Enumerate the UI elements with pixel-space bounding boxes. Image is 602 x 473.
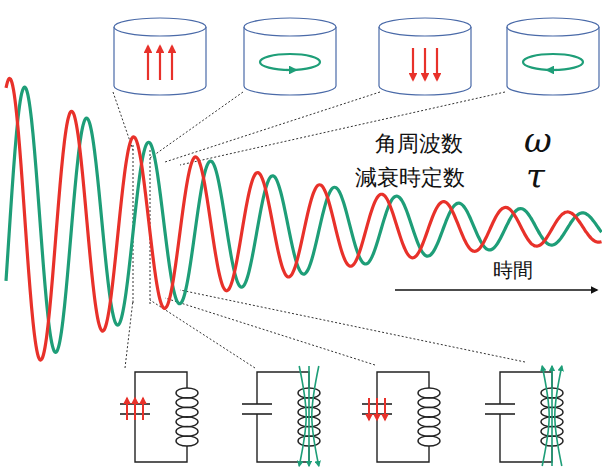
text-label: 時間 — [491, 259, 535, 281]
circuit-wire — [257, 372, 309, 462]
magnetic-field-line — [542, 366, 549, 466]
circuit-wire — [135, 372, 187, 462]
symbol-label: τ — [524, 158, 547, 195]
electric-field-arrow — [424, 48, 426, 80]
circuit-wire — [500, 372, 552, 462]
leader-line — [180, 290, 525, 362]
cavity-cylinder — [507, 18, 599, 95]
inductor-coil-turn — [176, 436, 198, 446]
magnetic-field-line — [555, 366, 562, 466]
cylinder-body — [379, 27, 471, 95]
capacitor-plate — [242, 413, 272, 415]
cylinder-body — [114, 27, 206, 95]
cavity-cylinders — [114, 18, 599, 95]
cavity-cylinder — [379, 18, 471, 95]
electric-field-arrow — [126, 398, 128, 420]
cylinder-top — [114, 18, 206, 36]
cylinder-top — [507, 18, 599, 36]
capacitor-plate — [485, 413, 515, 415]
leader-line — [180, 92, 505, 165]
text-label: 角周波数 — [373, 132, 465, 156]
electric-field-arrow — [134, 398, 136, 420]
inductor-coil-turn — [418, 388, 440, 398]
symbol-label: ω — [522, 122, 554, 159]
electric-field-arrow — [436, 48, 438, 80]
capacitor-plate — [242, 403, 272, 405]
inductor-coil-turn — [418, 407, 440, 417]
time-axis-arrow — [395, 289, 597, 290]
magnetic-field-arrow — [547, 69, 557, 71]
lc-circuits — [120, 366, 563, 466]
inductor-coil-turn — [418, 436, 440, 446]
electric-field-arrow — [142, 398, 144, 420]
leader-line — [165, 298, 375, 365]
inductor-coil-turn — [176, 426, 198, 436]
magnetic-field-loop — [523, 54, 583, 70]
electric-field-arrow — [412, 48, 414, 80]
cylinder-top — [244, 18, 336, 36]
inductor-coil-turn — [176, 407, 198, 417]
lc-circuit — [120, 372, 198, 462]
leader-line — [125, 300, 133, 368]
magnetic-field-line — [308, 366, 310, 466]
text-label: 減衰時定数 — [353, 166, 467, 190]
cylinder-body — [244, 27, 336, 95]
lc-circuit — [362, 372, 440, 462]
magnetic-field-line — [551, 366, 553, 466]
electric-field-arrow — [368, 398, 370, 420]
magnetic-field-loop — [260, 54, 320, 70]
inductor-coil-turn — [176, 388, 198, 398]
inductor-coil-turn — [176, 398, 198, 408]
red-wave — [6, 78, 602, 360]
electric-field-arrow — [171, 46, 173, 80]
cylinder-top — [379, 18, 471, 36]
inductor-coil-turn — [418, 426, 440, 436]
capacitor-plate — [485, 403, 515, 405]
damped-waves — [6, 78, 602, 360]
inductor-coil-turn — [418, 417, 440, 427]
magnetic-field-arrow — [286, 69, 296, 71]
magnetic-field-line — [299, 366, 306, 466]
electric-field-arrow — [159, 46, 161, 80]
magnetic-field-line — [312, 366, 319, 466]
electric-field-arrow — [147, 46, 149, 80]
inductor-coil-turn — [418, 398, 440, 408]
cavity-cylinder — [114, 18, 206, 95]
cylinder-body — [507, 27, 599, 95]
electric-field-arrow — [376, 398, 378, 420]
lc-circuit — [242, 366, 320, 466]
inductor-coil-turn — [176, 417, 198, 427]
leader-line — [150, 92, 243, 158]
cavity-cylinder — [244, 18, 336, 95]
circuit-wire — [377, 372, 429, 462]
lc-circuit — [485, 366, 563, 466]
electric-field-arrow — [384, 398, 386, 420]
